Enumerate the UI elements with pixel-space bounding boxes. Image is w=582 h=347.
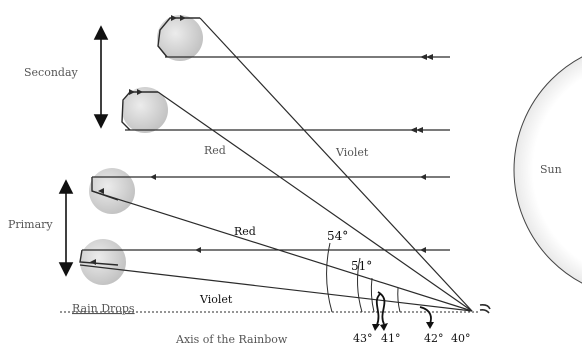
sun-label: Sun (540, 163, 562, 176)
sun-circle (513, 56, 582, 284)
raindrop-secondary-lower (122, 87, 168, 133)
angle-41: 41° (381, 332, 401, 345)
label-red-upper: Red (204, 144, 226, 157)
label-violet-upper: Violet (335, 146, 369, 159)
emergent-rays (79, 17, 473, 312)
label-axis: Axis of the Rainbow (175, 333, 288, 346)
bracket-arrows (58, 25, 109, 277)
angle-pointer-arrows (375, 291, 432, 326)
label-violet-lower: Violet (199, 293, 233, 306)
label-red-lower: Red (234, 225, 256, 238)
raindrop-primary-upper (89, 168, 135, 214)
label-primary: Primary (8, 218, 53, 231)
angle-43: 43° (353, 332, 373, 345)
observer-eye-icon (479, 304, 491, 314)
angle-arcs (326, 242, 401, 313)
label-rain-drops: Rain Drops (72, 302, 135, 315)
angle-42: 42° (424, 332, 444, 345)
ray-arrows (90, 15, 433, 265)
angle-54: 54° (327, 229, 348, 243)
angle-51: 51° (351, 259, 372, 273)
incoming-sun-rays (82, 56, 450, 251)
raindrop-secondary-upper (157, 15, 203, 61)
label-secondary: Seconday (24, 66, 79, 79)
angle-40: 40° (451, 332, 471, 345)
angle-pointer-heads (372, 322, 434, 331)
